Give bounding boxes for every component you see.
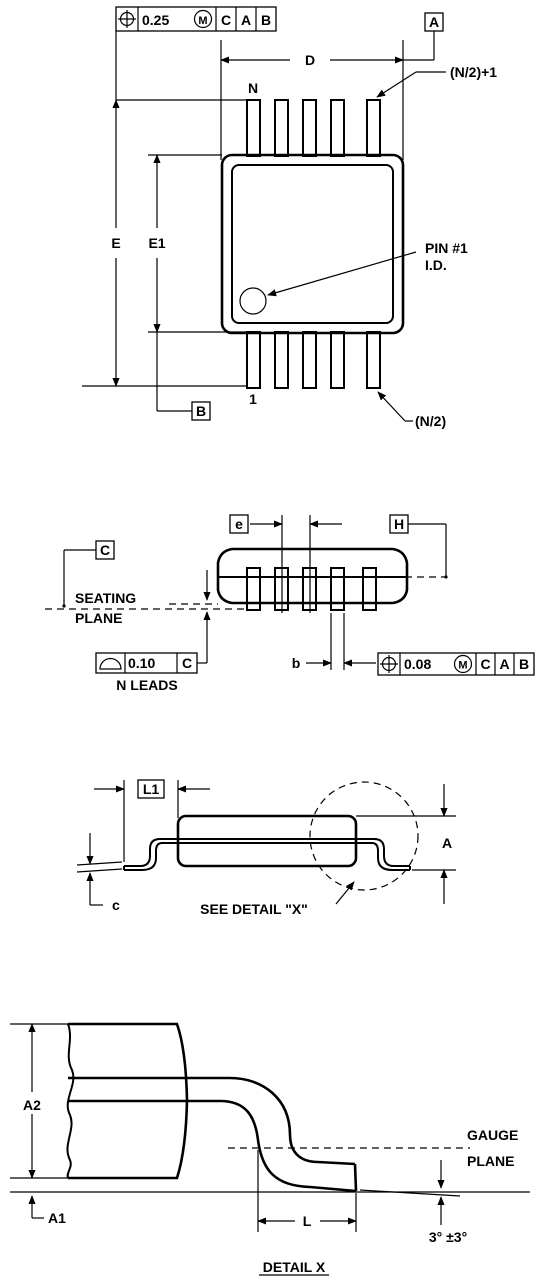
datum-c-label: C xyxy=(100,542,110,558)
fcf-ref-2: A xyxy=(241,12,251,28)
position-symbol-icon xyxy=(118,10,136,28)
pin-half-label: (N/2) xyxy=(415,413,446,429)
lower-leads xyxy=(246,331,381,389)
lead-fcf-ref-2: A xyxy=(499,656,509,672)
datum-b-label: B xyxy=(196,403,206,419)
mmc-circle-icon xyxy=(193,9,213,29)
side-view: e H C SEATING PLANE xyxy=(45,514,535,693)
dim-e1-label: E1 xyxy=(148,235,165,251)
mmc-circle-icon-2 xyxy=(453,654,473,674)
left-lead xyxy=(124,838,178,867)
end-package-body xyxy=(176,814,358,868)
package-body xyxy=(220,153,405,335)
detail-title: DETAIL X xyxy=(263,1259,326,1275)
lead-fcf-ref-3: B xyxy=(519,656,529,672)
detail-lead-top xyxy=(68,1076,356,1166)
lead-fcf-tolerance: 0.08 xyxy=(404,656,431,672)
right-lead xyxy=(356,838,410,867)
lead-fcf-ref-1: C xyxy=(480,656,490,672)
pin-1-label: 1 xyxy=(249,391,257,407)
fcf-modifier: M xyxy=(198,15,207,27)
pin-n-label: N xyxy=(248,80,258,96)
datum-h-label: H xyxy=(394,516,404,532)
dim-a1-label: A1 xyxy=(48,1210,66,1226)
datum-a-label: A xyxy=(429,14,439,30)
detail-x: A2 A1 GAUGE PLANE L 3° ±3° DETAIL X xyxy=(10,1022,530,1276)
n-leads-label: N LEADS xyxy=(116,677,177,693)
coplanarity-value: 0.10 xyxy=(128,655,155,671)
dim-l-label: L xyxy=(303,1213,312,1229)
top-view: 0.25 M C A B A D xyxy=(82,6,497,429)
dim-e-pitch-label: e xyxy=(235,516,243,532)
pin1-id-line-1: PIN #1 xyxy=(425,240,468,256)
detail-x-circle xyxy=(309,781,419,891)
lead-position-frame: 0.08 M C A B xyxy=(377,652,535,676)
end-view: L1 A c SEE DETAIL "X" xyxy=(76,779,456,917)
coplanarity-frame: 0.10 C xyxy=(95,652,198,674)
dim-l1-label: L1 xyxy=(143,781,160,797)
fcf-tolerance: 0.25 xyxy=(142,12,169,28)
package-body-inner xyxy=(231,164,394,324)
detail-lead-bottom xyxy=(68,1099,357,1193)
angle-label: 3° ±3° xyxy=(429,1229,467,1245)
fcf-ref-1: C xyxy=(221,12,231,28)
dim-d-label: D xyxy=(305,52,315,68)
gauge-line-2: PLANE xyxy=(467,1153,514,1169)
dim-a-label: A xyxy=(442,835,452,851)
seating-line-1: SEATING xyxy=(75,590,136,606)
dim-c-label: c xyxy=(112,897,120,913)
position-tolerance-frame: 0.25 M C A B xyxy=(115,6,277,32)
coplanarity-ref: C xyxy=(182,655,192,671)
break-line xyxy=(66,1023,75,1179)
pin1-id-line-2: I.D. xyxy=(425,257,447,273)
fcf-ref-3: B xyxy=(261,12,271,28)
lead-fcf-modifier: M xyxy=(458,660,467,672)
gauge-line-1: GAUGE xyxy=(467,1127,518,1143)
upper-leads xyxy=(246,99,381,157)
profile-symbol-icon xyxy=(99,657,122,670)
side-leads xyxy=(246,567,377,611)
datum-b-box xyxy=(191,401,211,421)
seating-line-2: PLANE xyxy=(75,610,122,626)
pin-half-plus-one-label: (N/2)+1 xyxy=(450,64,497,80)
side-package-body xyxy=(216,547,409,605)
dim-e-label: E xyxy=(111,235,120,251)
pin1-indicator-icon xyxy=(239,287,267,315)
dim-l1-box xyxy=(137,779,165,799)
position-symbol-icon-2 xyxy=(380,655,398,673)
see-detail-label: SEE DETAIL "X" xyxy=(200,901,308,917)
dim-b-label: b xyxy=(292,655,301,671)
dim-a2-label: A2 xyxy=(23,1097,41,1113)
dim-e-box xyxy=(229,514,249,534)
